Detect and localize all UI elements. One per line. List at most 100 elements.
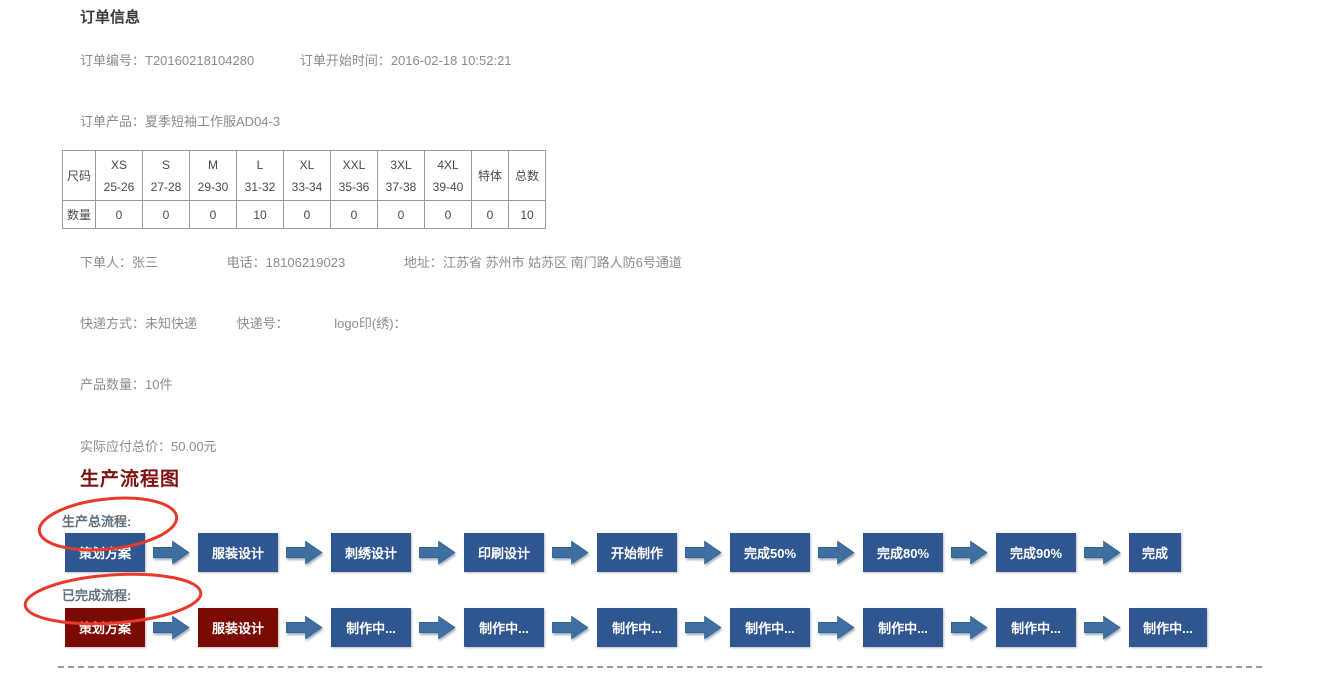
- quantity-cell: 0: [189, 200, 237, 229]
- size-col: 总数: [508, 150, 546, 201]
- flow-chart-title: 生产流程图: [80, 469, 181, 490]
- flow-step-in-progress: 制作中...: [597, 608, 677, 647]
- customer-phone-label: 电话：: [226, 255, 266, 270]
- flow-step: 刺绣设计: [331, 533, 411, 572]
- order-start-time: 订单开始时间：2016-02-18 10:52:21: [300, 50, 512, 69]
- order-product-value: 夏季短袖工作服AD04-3: [145, 114, 281, 129]
- logo-print-label: logo印(绣)：: [334, 316, 407, 331]
- flow-step: 策划方案: [65, 533, 145, 572]
- customer-name-label: 下单人：: [80, 255, 133, 270]
- customer-phone-value: 18106219023: [265, 255, 346, 270]
- flow-arrow-icon: [943, 615, 996, 640]
- total-price-label: 实际应付总价：: [80, 439, 172, 454]
- logo-print: logo印(绣)：: [334, 313, 406, 332]
- quantity-cell: 0: [424, 200, 472, 229]
- flow-arrow-icon: [278, 615, 331, 640]
- flow-arrow-icon: [411, 615, 464, 640]
- flow-arrow-icon: [1076, 615, 1129, 640]
- done-flow-label: 已完成流程:: [62, 588, 132, 603]
- shipping-method: 快递方式：未知快递: [80, 313, 197, 332]
- flow-step-completed: 服装设计: [198, 608, 278, 647]
- flow-step-in-progress: 制作中...: [1129, 608, 1207, 647]
- customer-phone: 电话：18106219023: [227, 252, 346, 271]
- order-number-label: 订单编号：: [80, 53, 146, 68]
- total-price: 实际应付总价：50.00元: [80, 436, 217, 455]
- tracking-number-label: 快递号：: [236, 316, 289, 331]
- flow-arrow-icon: [943, 540, 996, 565]
- flow-arrow-icon: [544, 540, 597, 565]
- flow-arrow-icon: [145, 615, 198, 640]
- flow-step-in-progress: 制作中...: [996, 608, 1076, 647]
- done-flow-row: 策划方案 服装设计 制作中... 制作中... 制作中... 制作中... 制作…: [65, 608, 1207, 647]
- flow-step: 印刷设计: [464, 533, 544, 572]
- size-row-header: 尺码: [62, 150, 96, 201]
- order-number: 订单编号：T20160218104280: [80, 50, 254, 69]
- customer-name: 下单人：张三: [80, 252, 158, 271]
- flow-step-in-progress: 制作中...: [863, 608, 943, 647]
- flow-step-in-progress: 制作中...: [464, 608, 544, 647]
- quantity-cell: 0: [142, 200, 190, 229]
- order-product-line: 订单产品：夏季短袖工作服AD04-3: [80, 111, 280, 130]
- order-product: 订单产品：夏季短袖工作服AD04-3: [80, 111, 280, 130]
- order-start-time-label: 订单开始时间：: [299, 53, 391, 68]
- total-price-value: 50.00元: [171, 439, 217, 454]
- quantity-cell: 0: [283, 200, 331, 229]
- product-quantity-label: 产品数量：: [80, 377, 146, 392]
- total-price-line: 实际应付总价：50.00元: [80, 436, 217, 455]
- customer-name-value: 张三: [132, 255, 159, 270]
- product-quantity-line: 产品数量：10件: [80, 374, 172, 393]
- bottom-dashed-divider: [58, 666, 1262, 668]
- shipping-line: 快递方式：未知快递 快递号： logo印(绣)：: [80, 313, 407, 332]
- tracking-number: 快递号：: [237, 313, 289, 332]
- order-start-time-value: 2016-02-18 10:52:21: [390, 53, 512, 68]
- quantity-cell: 10: [236, 200, 284, 229]
- product-quantity-value: 10件: [145, 377, 173, 392]
- shipping-method-value: 未知快递: [145, 316, 198, 331]
- flow-arrow-icon: [278, 540, 331, 565]
- page-title: 订单信息: [80, 9, 141, 26]
- customer-address: 地址：江苏省 苏州市 姑苏区 南门路人防6号通道: [404, 252, 682, 271]
- flow-step-in-progress: 制作中...: [331, 608, 411, 647]
- flow-arrow-icon: [677, 615, 730, 640]
- flow-arrow-icon: [411, 540, 464, 565]
- quantity-row: 数量 0 0 0 10 0 0 0 0 0 10: [62, 200, 546, 229]
- customer-address-label: 地址：: [403, 255, 443, 270]
- quantity-cell: 0: [471, 200, 509, 229]
- order-product-label: 订单产品：: [80, 114, 146, 129]
- total-flow-row: 策划方案 服装设计 刺绣设计 印刷设计 开始制作 完成50% 完成80% 完成9…: [65, 533, 1181, 572]
- flow-arrow-icon: [810, 615, 863, 640]
- flow-step: 服装设计: [198, 533, 278, 572]
- product-quantity: 产品数量：10件: [80, 374, 172, 393]
- quantity-row-header: 数量: [62, 200, 96, 229]
- quantity-cell: 0: [330, 200, 378, 229]
- customer-line: 下单人：张三 电话：18106219023 地址：江苏省 苏州市 姑苏区 南门路…: [80, 252, 682, 271]
- order-number-value: T20160218104280: [145, 53, 255, 68]
- flow-step: 完成80%: [863, 533, 943, 572]
- flow-arrow-icon: [544, 615, 597, 640]
- size-col: 特体: [471, 150, 509, 201]
- flow-arrow-icon: [1076, 540, 1129, 565]
- flow-arrow-icon: [677, 540, 730, 565]
- total-flow-label: 生产总流程:: [62, 514, 132, 529]
- flow-step-in-progress: 制作中...: [730, 608, 810, 647]
- order-meta-line: 订单编号：T20160218104280 订单开始时间：2016-02-18 1…: [80, 50, 512, 69]
- quantity-cell: 10: [508, 200, 546, 229]
- quantity-cell: 0: [95, 200, 143, 229]
- flow-step: 完成50%: [730, 533, 810, 572]
- customer-address-value: 江苏省 苏州市 姑苏区 南门路人防6号通道: [442, 255, 682, 270]
- shipping-method-label: 快递方式：: [80, 316, 146, 331]
- quantity-cell: 0: [377, 200, 425, 229]
- flow-step: 开始制作: [597, 533, 677, 572]
- flow-arrow-icon: [810, 540, 863, 565]
